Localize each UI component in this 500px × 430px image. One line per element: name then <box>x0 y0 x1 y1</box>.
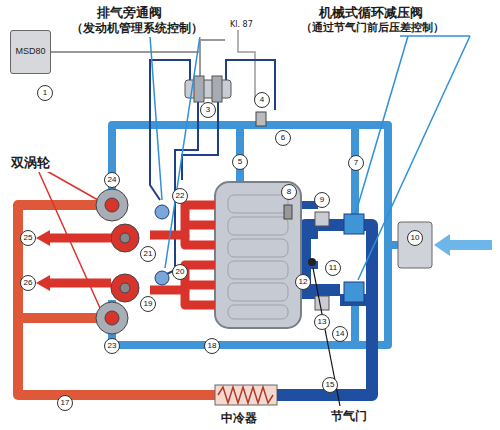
ecu-box: MSD80 <box>10 30 51 74</box>
callout-number: 8 <box>281 184 297 200</box>
caption-text: （通过节气门前后压差控制） <box>300 20 445 35</box>
callout-number: 1 <box>37 85 53 101</box>
caption-text: （发动机管理系统控制） <box>70 20 204 37</box>
callout-number: 22 <box>172 188 188 204</box>
callout-number: 18 <box>204 338 220 354</box>
callout-number: 7 <box>348 155 364 171</box>
callout-number: 12 <box>295 274 311 290</box>
callout-number: 14 <box>332 326 348 342</box>
callout-number: 20 <box>172 264 188 280</box>
callout-number: 5 <box>232 154 248 170</box>
callout-number: 13 <box>314 314 330 330</box>
callout-number: 10 <box>407 230 423 246</box>
callout-number: 19 <box>140 296 156 312</box>
callout-number: 21 <box>140 246 156 262</box>
caption-text: 中冷器 <box>220 410 258 427</box>
caption-text: Kl. 87 <box>229 20 254 29</box>
callout-number: 4 <box>254 92 270 108</box>
callout-number: 26 <box>20 275 36 291</box>
callout-number: 9 <box>314 192 330 208</box>
ecu-label: MSD80 <box>15 46 46 56</box>
callout-number: 11 <box>325 260 341 276</box>
callout-number: 25 <box>20 230 36 246</box>
callout-number: 15 <box>322 377 338 393</box>
callout-number: 3 <box>200 102 216 118</box>
caption-text: 节气门 <box>330 408 368 425</box>
callout-number: 17 <box>57 395 73 411</box>
callout-number: 23 <box>104 338 120 354</box>
callout-number: 6 <box>275 130 291 146</box>
caption-text: 双涡轮 <box>10 154 51 172</box>
callout-number: 24 <box>104 172 120 188</box>
